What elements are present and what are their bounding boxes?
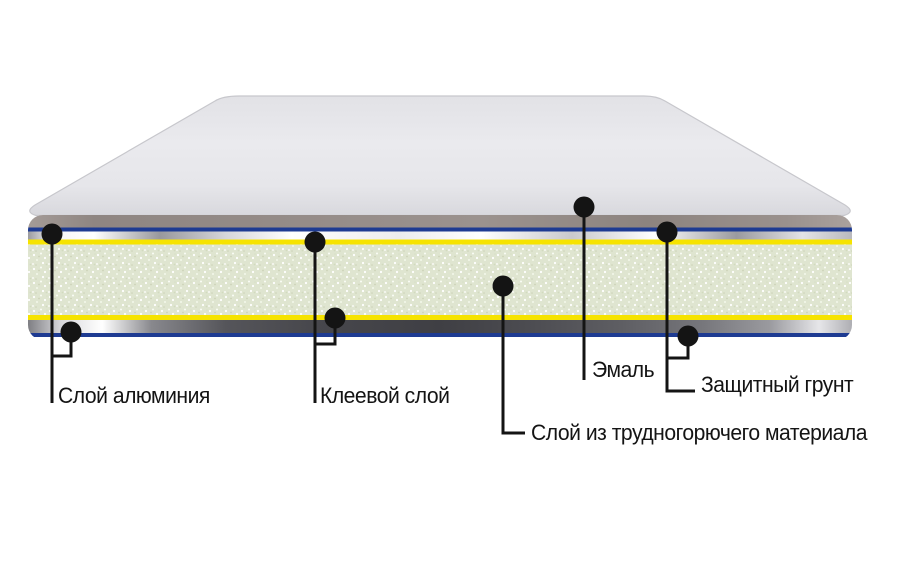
callout-dot-aluminum-bottom <box>60 321 82 343</box>
callout-dot-primer-bottom <box>677 325 699 347</box>
callout-dots <box>41 196 699 347</box>
panel-front-face <box>28 215 852 340</box>
label-primer-layer: Защитный грунт <box>701 372 854 397</box>
label-core-layer: Слой из трудногорючего материала <box>531 420 868 445</box>
panel-top-face <box>29 95 851 217</box>
layer-primer-top <box>28 227 852 232</box>
label-enamel-layer: Эмаль <box>592 357 655 382</box>
callout-lines <box>50 207 695 435</box>
layer-primer-bottom <box>28 333 852 337</box>
layer-core <box>28 244 852 315</box>
callout-dot-adhesive-top <box>304 231 326 253</box>
layer-aluminum-bottom <box>28 320 852 333</box>
layer-aluminum-top <box>28 231 852 240</box>
callout-dot-adhesive-bottom <box>324 307 346 329</box>
callout-line-core <box>501 286 525 435</box>
layer-adhesive-bottom <box>28 315 852 320</box>
label-aluminum-layer: Слой алюминия <box>58 383 210 408</box>
callout-dot-aluminum-top <box>41 223 63 245</box>
callout-dot-primer-top <box>656 221 678 243</box>
callout-dot-core <box>492 275 514 297</box>
layer-adhesive-top <box>28 239 852 245</box>
callout-dot-enamel <box>573 196 595 218</box>
label-adhesive-layer: Клеевой слой <box>320 383 450 408</box>
callout-line-primer <box>665 232 695 393</box>
layer-enamel-edge <box>28 215 852 228</box>
